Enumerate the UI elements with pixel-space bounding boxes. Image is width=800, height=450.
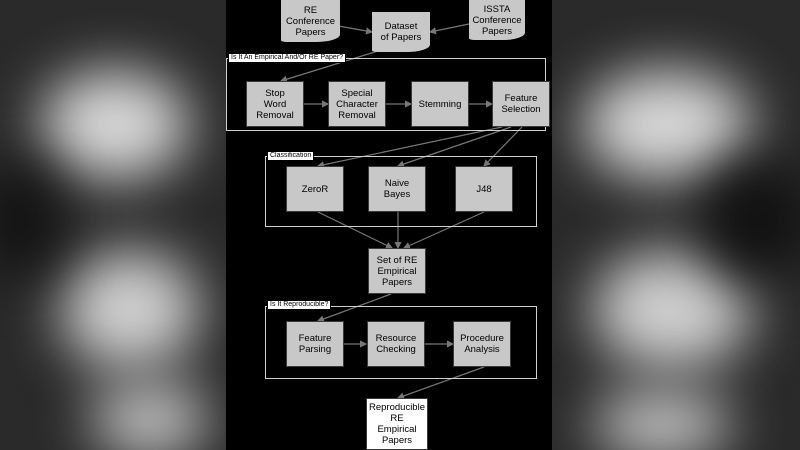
stemming-node: Stemming (411, 81, 469, 127)
feature-parsing-node: Feature Parsing (286, 321, 344, 367)
arrow-issta-to-dataset (428, 23, 470, 35)
naive-bayes-node: Naive Bayes (368, 166, 426, 212)
dataset-of-papers-node: Dataset of Papers (372, 12, 430, 52)
j48-node: J48 (455, 166, 513, 212)
special-character-removal-node: Special Character Removal (328, 81, 386, 127)
procedure-analysis-node: Procedure Analysis (453, 321, 511, 367)
resource-checking-node: Resource Checking (367, 321, 425, 367)
reproducible-group-label: Is It Reproducible? (267, 300, 332, 310)
feature-selection-node: Feature Selection (492, 81, 550, 127)
reproducible-re-empirical-papers-node: Reproducible RE Empirical Papers (366, 398, 428, 450)
stop-word-removal-node: Stop Word Removal (246, 81, 304, 127)
classification-group-label: Classification (267, 151, 315, 161)
arrow-set-to-parsing (316, 293, 392, 323)
arrow-zeror-to-set (317, 211, 394, 249)
workflow-diagram: RE Conference Papers Dataset of Papers I… (226, 0, 552, 450)
blurred-backdrop-left (0, 0, 226, 450)
arrow-j48-to-set (402, 211, 485, 249)
zeror-node: ZeroR (286, 166, 344, 212)
classification-group-box (265, 156, 537, 227)
set-of-re-empirical-papers-node: Set of RE Empirical Papers (368, 248, 426, 294)
re-conference-papers-node: RE Conference Papers (281, 0, 340, 42)
reproducible-group-box (265, 306, 537, 379)
issta-conference-papers-node: ISSTA Conference Papers (469, 0, 525, 40)
empirical-group-label: Is It An Empirical And/Or RE Paper? (228, 53, 347, 63)
blurred-backdrop-right (552, 0, 800, 450)
arrow-feature-to-j48 (483, 126, 523, 167)
arrow-feature-to-naive (396, 126, 512, 168)
arrow-procedure-to-output (396, 366, 485, 400)
arrow-feature-to-zeror (316, 126, 503, 169)
